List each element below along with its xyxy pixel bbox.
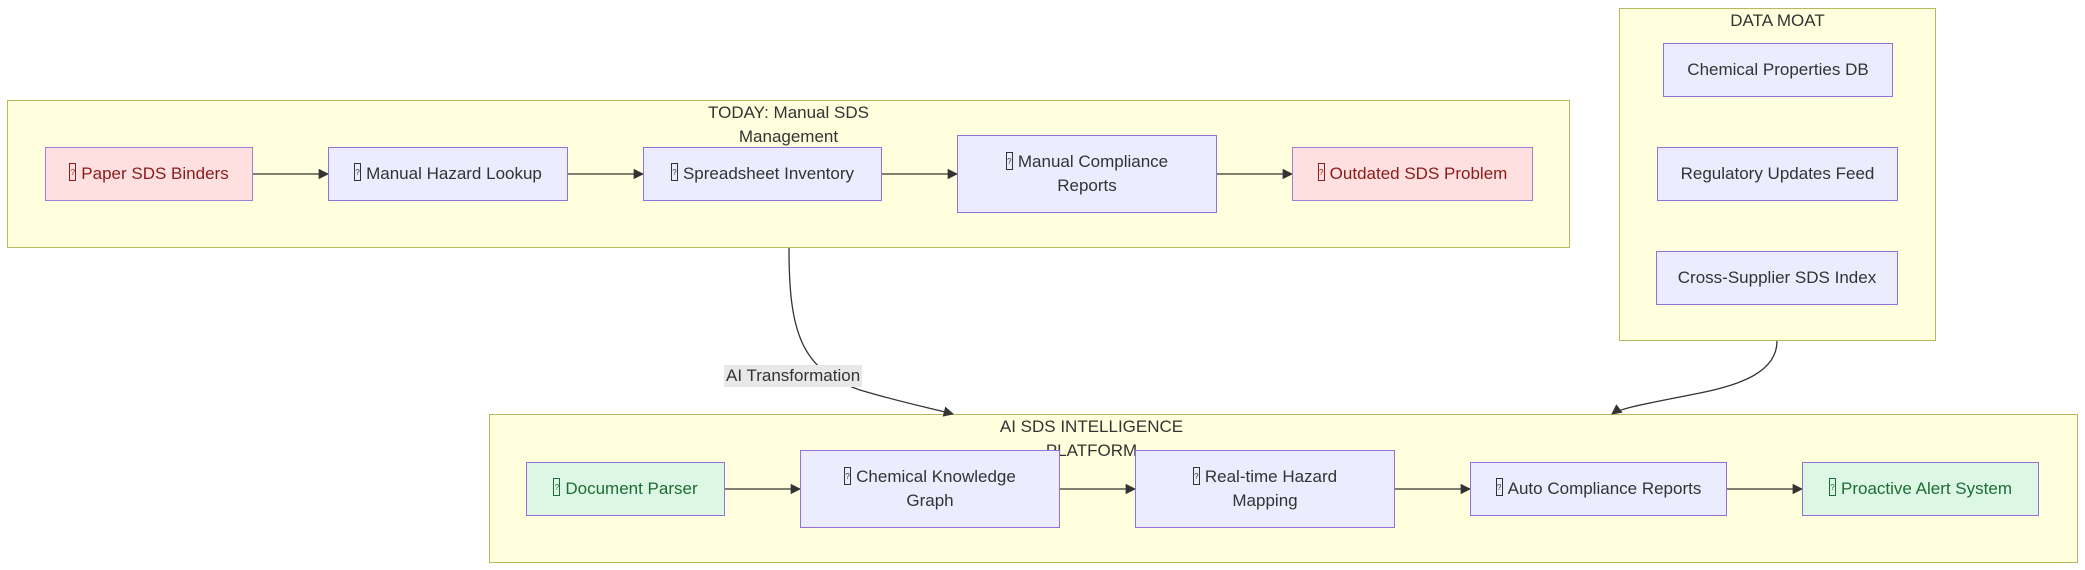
node-regulatory-updates-feed[interactable]: Regulatory Updates Feed [1657, 147, 1898, 201]
node-manual-compliance-reports[interactable]: ?Manual Compliance Reports [957, 135, 1217, 213]
warning-icon: ? [1317, 163, 1325, 181]
document-icon: ? [553, 478, 561, 496]
report-icon: ? [1495, 478, 1503, 496]
edge-ai-transformation [788, 247, 955, 417]
node-cross-supplier-sds-index[interactable]: Cross-Supplier SDS Index [1656, 251, 1898, 305]
graph-icon: ? [844, 466, 852, 485]
cluster-today-title-line2: Management [738, 127, 839, 146]
cluster-today-title-line1: TODAY: Manual SDS [708, 103, 869, 122]
node-chemical-properties-db-label: Chemical Properties DB [1687, 60, 1869, 79]
cluster-ai-platform-title-line2: PLATFORM [1045, 441, 1138, 460]
node-chemical-knowledge-graph[interactable]: ?Chemical Knowledge Graph [800, 450, 1060, 528]
node-spreadsheet-inventory[interactable]: ? Spreadsheet Inventory [643, 147, 882, 201]
node-proactive-alert-system[interactable]: ? Proactive Alert System [1802, 462, 2039, 516]
node-realtime-hazard-mapping-label1: Real-time Hazard [1204, 467, 1338, 486]
node-spreadsheet-inventory-label: Spreadsheet Inventory [682, 164, 855, 183]
edge-label-ai-transformation: AI Transformation [724, 365, 863, 387]
node-realtime-hazard-mapping[interactable]: ?Real-time Hazard Mapping [1135, 450, 1395, 528]
cluster-ai-platform-title-line1: AI SDS INTELLIGENCE [999, 417, 1184, 436]
node-paper-sds-binders-label: Paper SDS Binders [81, 164, 229, 183]
cluster-today-title: TODAY: Manual SDS Management [8, 101, 1569, 149]
node-manual-hazard-lookup[interactable]: ? Manual Hazard Lookup [328, 147, 568, 201]
search-icon: ? [354, 163, 362, 181]
node-chemical-knowledge-graph-line1: ?Chemical Knowledge [844, 465, 1016, 489]
node-outdated-sds-problem[interactable]: ? Outdated SDS Problem [1292, 147, 1533, 201]
node-document-parser[interactable]: ? Document Parser [526, 462, 725, 516]
cluster-data-moat-title: DATA MOAT [1730, 11, 1825, 30]
map-icon: ? [1192, 466, 1200, 485]
node-manual-compliance-reports-line1: ?Manual Compliance [1005, 150, 1169, 174]
document-icon: ? [69, 163, 77, 181]
node-auto-compliance-reports-label: Auto Compliance Reports [1507, 479, 1702, 498]
node-realtime-hazard-mapping-label2: Mapping [1232, 491, 1298, 510]
node-regulatory-updates-feed-label: Regulatory Updates Feed [1680, 164, 1875, 183]
node-paper-sds-binders[interactable]: ? Paper SDS Binders [45, 147, 253, 201]
node-document-parser-label: Document Parser [565, 479, 698, 498]
spreadsheet-icon: ? [670, 163, 678, 181]
node-chemical-knowledge-graph-label2: Graph [906, 491, 954, 510]
node-manual-compliance-reports-label2: Reports [1057, 176, 1117, 195]
node-auto-compliance-reports[interactable]: ? Auto Compliance Reports [1470, 462, 1727, 516]
node-chemical-knowledge-graph-label1: Chemical Knowledge [856, 467, 1016, 486]
node-realtime-hazard-mapping-line1: ?Real-time Hazard [1192, 465, 1338, 489]
bell-icon: ? [1828, 478, 1836, 496]
node-manual-compliance-reports-label1: Manual Compliance [1017, 152, 1169, 171]
node-proactive-alert-system-label: Proactive Alert System [1840, 479, 2012, 498]
node-cross-supplier-sds-index-label: Cross-Supplier SDS Index [1677, 268, 1877, 287]
node-manual-hazard-lookup-label: Manual Hazard Lookup [366, 164, 542, 183]
cluster-ai-platform-title: AI SDS INTELLIGENCE PLATFORM [490, 415, 1693, 463]
clipboard-icon: ? [1005, 151, 1013, 170]
node-chemical-properties-db[interactable]: Chemical Properties DB [1663, 43, 1893, 97]
edge-moat-to-platform [1611, 340, 1778, 415]
node-outdated-sds-problem-label: Outdated SDS Problem [1329, 164, 1508, 183]
